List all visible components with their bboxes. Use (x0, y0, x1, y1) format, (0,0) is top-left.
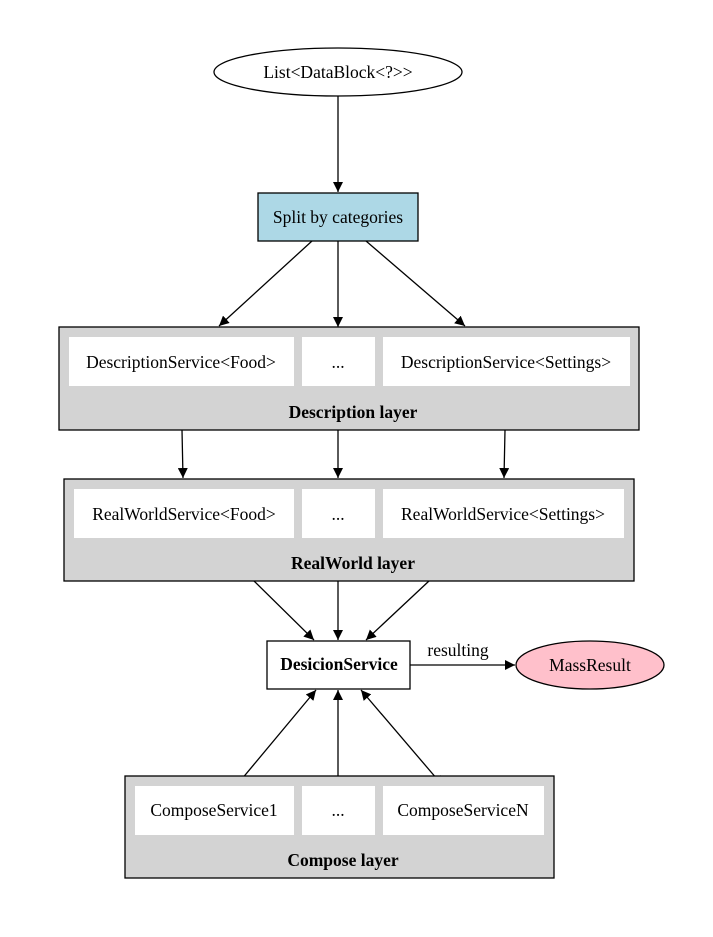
edge-decision-compose-left (235, 689, 317, 787)
description-service-settings (383, 337, 630, 386)
edge-real-decision-left (253, 580, 315, 641)
realworld-service-ellipsis-label: ... (331, 504, 344, 524)
description-service-ellipsis (302, 337, 375, 386)
edge-split-desc-left (218, 240, 313, 327)
edge-split-desc-right (365, 240, 466, 327)
edge-real-decision-right (365, 580, 430, 641)
compose-layer: ComposeService1 ... ComposeServiceN Comp… (124, 775, 555, 879)
realworld-layer: RealWorldService<Food> ... RealWorldServ… (63, 478, 635, 582)
realworld-service-ellipsis (302, 489, 375, 538)
split-node: Split by categories (257, 192, 419, 242)
compose-layer-title: Compose layer (287, 850, 399, 870)
compose-service-n-label: ComposeServiceN (397, 800, 529, 820)
edge-desc-real-right (499, 429, 510, 479)
input-node-label: List<DataBlock<?>> (263, 62, 412, 82)
edge-desc-real-left (177, 429, 188, 479)
description-layer-title: Description layer (289, 402, 418, 422)
decision-node-box (266, 640, 411, 690)
decision-node: DesicionService (266, 640, 411, 690)
split-node-box (257, 192, 419, 242)
compose-service-1 (135, 786, 294, 835)
split-node-label: Split by categories (273, 207, 403, 227)
compose-service-1-label: ComposeService1 (150, 800, 277, 820)
description-service-food (69, 337, 294, 386)
description-layer: DescriptionService<Food> ... Description… (58, 326, 640, 431)
compose-service-ellipsis (302, 786, 375, 835)
decision-node-label: DesicionService (280, 654, 398, 674)
compose-service-n (383, 786, 544, 835)
edge-resulting-label: resulting (427, 640, 488, 660)
description-service-ellipsis-label: ... (331, 352, 344, 372)
result-node-label: MassResult (549, 655, 631, 675)
result-node: MassResult (515, 640, 665, 690)
description-service-food-label: DescriptionService<Food> (86, 352, 276, 372)
realworld-service-settings (383, 489, 624, 538)
realworld-service-food (74, 489, 294, 538)
compose-service-ellipsis-label: ... (331, 800, 344, 820)
edge-decision-compose-right (360, 689, 444, 787)
realworld-layer-title: RealWorld layer (291, 553, 415, 573)
realworld-service-settings-label: RealWorldService<Settings> (401, 504, 605, 524)
description-service-settings-label: DescriptionService<Settings> (401, 352, 611, 372)
realworld-service-food-label: RealWorldService<Food> (92, 504, 276, 524)
input-node: List<DataBlock<?>> (213, 47, 463, 97)
